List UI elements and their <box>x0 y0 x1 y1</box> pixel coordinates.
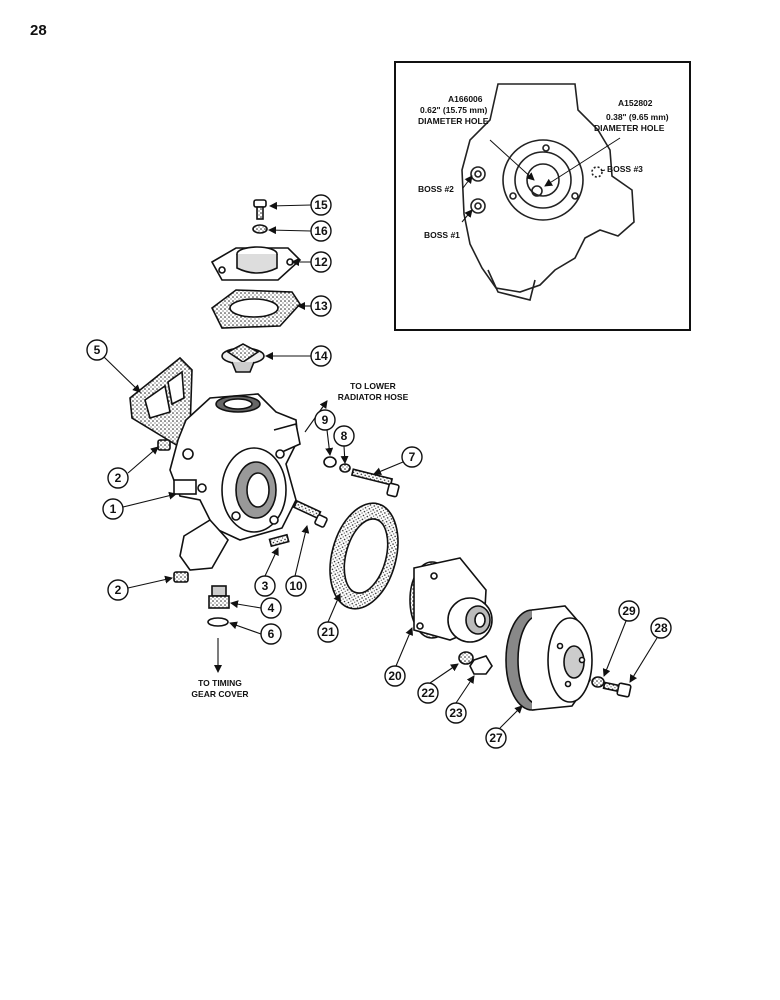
inset-frame <box>394 61 691 331</box>
inset-leaders <box>461 137 621 223</box>
callout-6: 6 <box>260 623 282 645</box>
bolt-28 <box>602 681 632 698</box>
leader-lines <box>103 201 658 729</box>
callout-23: 23 <box>445 702 467 724</box>
callout-2-lower: 2 <box>107 579 129 601</box>
timing-label-line1: TO TIMING <box>198 678 242 688</box>
svg-text:4: 4 <box>268 601 275 615</box>
o-ring-6 <box>207 617 229 627</box>
hole-label-a: DIAMETER HOLE <box>418 116 489 126</box>
svg-text:2: 2 <box>115 471 122 485</box>
plug-2-lower <box>173 571 189 583</box>
fan-hub-20 <box>409 557 493 643</box>
boss-1-label: BOSS #1 <box>424 230 460 240</box>
svg-text:10: 10 <box>289 579 303 593</box>
nut-23 <box>469 655 493 675</box>
svg-text:3: 3 <box>262 579 269 593</box>
svg-text:23: 23 <box>449 706 463 720</box>
svg-text:16: 16 <box>314 224 328 238</box>
callout-10: 10 <box>285 575 307 597</box>
svg-text:14: 14 <box>314 349 328 363</box>
callout-27: 27 <box>485 727 507 749</box>
callout-16: 16 <box>310 220 332 242</box>
part-drawings <box>129 199 632 711</box>
pulley-27 <box>505 605 593 711</box>
inset-housing <box>461 83 635 301</box>
svg-text:27: 27 <box>489 731 503 745</box>
gasket-5 <box>129 356 193 448</box>
callout-8: 8 <box>333 425 355 447</box>
part-number-a: A166006 <box>448 94 483 104</box>
callout-7: 7 <box>401 446 423 468</box>
svg-text:8: 8 <box>341 429 348 443</box>
hole-label-b: DIAMETER HOLE <box>594 123 665 133</box>
callout-2-upper: 2 <box>107 467 129 489</box>
dimension-b: 0.38" (9.65 mm) <box>606 112 669 122</box>
page-number: 28 <box>30 22 47 39</box>
svg-text:5: 5 <box>94 343 101 357</box>
svg-text:13: 13 <box>314 299 328 313</box>
inset-detail: A166006 0.62" (15.75 mm) DIAMETER HOLE A… <box>394 61 691 331</box>
fitting-4 <box>208 585 230 609</box>
callout-group: 15 16 12 13 14 5 2 1 2 3 10 4 6 9 8 7 21… <box>86 194 672 749</box>
callout-22: 22 <box>417 682 439 704</box>
boss-3-label: BOSS #3 <box>607 164 643 174</box>
gasket-13 <box>210 289 302 329</box>
plug-2-upper <box>157 439 171 451</box>
gasket-21 <box>329 502 399 610</box>
lockwasher-8 <box>339 463 351 473</box>
timing-label-line2: GEAR COVER <box>191 689 248 699</box>
svg-text:7: 7 <box>409 450 416 464</box>
washer-16 <box>252 224 268 234</box>
callout-21: 21 <box>317 621 339 643</box>
svg-text:12: 12 <box>314 255 328 269</box>
bolt-15 <box>253 199 267 220</box>
stud-3 <box>268 533 290 548</box>
callout-28: 28 <box>650 617 672 639</box>
boss-2-label: BOSS #2 <box>418 184 454 194</box>
svg-text:1: 1 <box>110 502 117 516</box>
callout-5: 5 <box>86 339 108 361</box>
callout-12: 12 <box>310 251 332 273</box>
svg-text:21: 21 <box>321 625 335 639</box>
callout-9: 9 <box>314 409 336 431</box>
washer-9 <box>323 456 337 468</box>
svg-text:9: 9 <box>322 413 329 427</box>
callout-15: 15 <box>310 194 332 216</box>
callout-13: 13 <box>310 295 332 317</box>
svg-text:29: 29 <box>622 604 636 618</box>
part-number-b: A152802 <box>618 98 653 108</box>
callout-1: 1 <box>102 498 124 520</box>
dimension-a: 0.62" (15.75 mm) <box>420 105 488 115</box>
capscrew-10 <box>292 499 328 528</box>
washer-22 <box>458 651 474 665</box>
callout-29: 29 <box>618 600 640 622</box>
washer-29 <box>591 676 605 688</box>
callout-4: 4 <box>260 597 282 619</box>
svg-text:2: 2 <box>115 583 122 597</box>
svg-text:15: 15 <box>314 198 328 212</box>
thermostat-14 <box>221 343 265 373</box>
callout-14: 14 <box>310 345 332 367</box>
lower-hose-label-line1: TO LOWER <box>350 381 396 391</box>
svg-text:20: 20 <box>388 669 402 683</box>
svg-text:28: 28 <box>654 621 668 635</box>
svg-text:22: 22 <box>421 686 435 700</box>
bolt-7 <box>350 468 400 498</box>
water-pump-body-1 <box>169 393 301 571</box>
svg-text:6: 6 <box>268 627 275 641</box>
callout-20: 20 <box>384 665 406 687</box>
callout-3: 3 <box>254 575 276 597</box>
lower-hose-label-line2: RADIATOR HOSE <box>338 392 409 402</box>
thermostat-housing-12 <box>210 246 302 281</box>
